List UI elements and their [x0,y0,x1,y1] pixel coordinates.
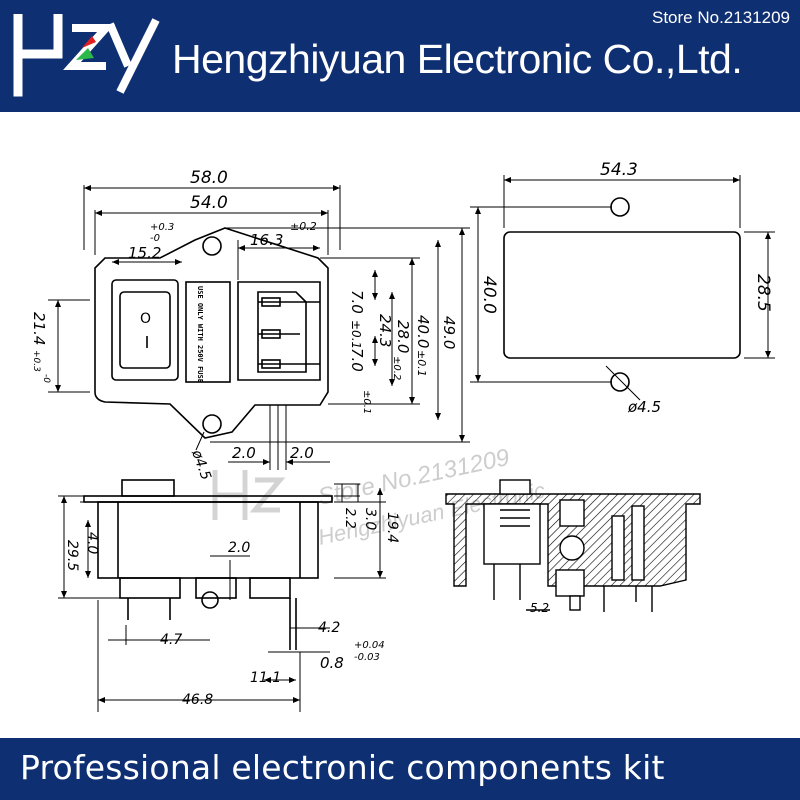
dim-side-19-4: 19.4 [384,512,400,543]
dim-pin-7b: 7.0 [348,348,366,372]
dim-tol-pm: ±0.2 [290,220,317,233]
dim-pin-gap-b: 2.0 [290,444,314,462]
dim-side-4-2: 4.2 [318,620,340,636]
svg-text:O: O [140,311,151,327]
dim-cutout-width: 54.3 [600,160,638,180]
company-name: Hengzhiyuan Electronic Co.,Ltd. [172,36,743,82]
side-view [83,479,333,650]
dim-21-tol-minus: -0 [41,374,51,383]
cutout-dimensions [470,175,775,401]
dim-tol-plus: +0.3 [150,222,174,233]
dim-24-tol: ±0.2 [391,356,402,380]
dim-cutout-hole: ø4.5 [627,398,661,416]
hzy-logo-icon [13,14,160,97]
dim-21: 21.4 [30,312,48,345]
dim-width-inner: 54.0 [190,193,228,213]
dim-side-29-5: 29.5 [64,540,80,571]
dim-side-2-2: 2.2 [342,508,357,529]
dim-28: 28.0 [394,320,412,353]
side-dimensions [58,483,386,712]
side-dim-labels: 2.2 3.0 19.4 4.0 29.5 2.0 4.7 4.2 0.8 +0… [64,508,400,708]
front-dimensions [48,185,470,470]
dim-side-11-1: 11.1 [250,670,281,686]
store-number: Store No.2131209 [652,8,790,27]
dim-49: 49.0 [440,316,458,349]
dim-tol-minus: -0 [150,233,160,244]
dim-inlet-width: 16.3 [250,231,283,249]
dim-side-4-7: 4.7 [160,632,182,648]
cutout-dim-labels: 54.3 40.0 28.5 ø4.5 [479,160,773,416]
dim-front-hole: ø4.5 [188,447,214,482]
dim-40-tol: ±0.1 [415,350,428,377]
dim-width-outer: 58.0 [190,168,228,188]
dim-cutout-height: 40.0 [479,276,499,314]
front-view: O [94,227,329,439]
dim-side-0-8-tol-minus: -0.03 [354,652,380,663]
front-dim-labels: 58.0 54.0 +0.3 -0 ±0.2 15.2 16.3 7.0 ±0.… [30,168,458,482]
dim-side-4-0: 4.0 [84,532,100,554]
dim-28-tol: ±0.1 [361,390,372,414]
header-banner: Store No.2131209 Hengzhiyuan Electronic … [0,0,800,112]
cutout-view [503,197,741,392]
dim-pin-7: 7.0 [348,290,366,314]
tagline: Professional electronic components kit [20,748,665,787]
dim-side-2-0: 2.0 [228,540,250,556]
dim-pin-7-tol: ±0.1 [349,320,363,349]
dim-switch-width: 15.2 [128,244,161,262]
footer-banner: Professional electronic components kit [0,738,800,800]
technical-drawing: Store No.2131209 Hengzhiyuan Electronic … [30,160,775,712]
dim-side-0-8: 0.8 [320,654,344,672]
dim-24: 24.3 [376,314,394,347]
dim-pin-gap-a: 2.0 [232,444,256,462]
fuse-label: USE ONLY WITH 250V FUSE [196,286,204,383]
dim-side-46-8: 46.8 [182,692,213,708]
dim-21-tol-plus: +0.3 [31,350,41,372]
dim-40: 40.0 [414,315,432,348]
dim-side-0-8-tol-plus: +0.04 [354,640,385,651]
dim-side-3-0: 3.0 [362,508,378,530]
dim-cutout-inner: 28.5 [753,274,773,312]
dim-section-5-2: 5.2 [530,601,549,615]
section-view [445,479,701,612]
